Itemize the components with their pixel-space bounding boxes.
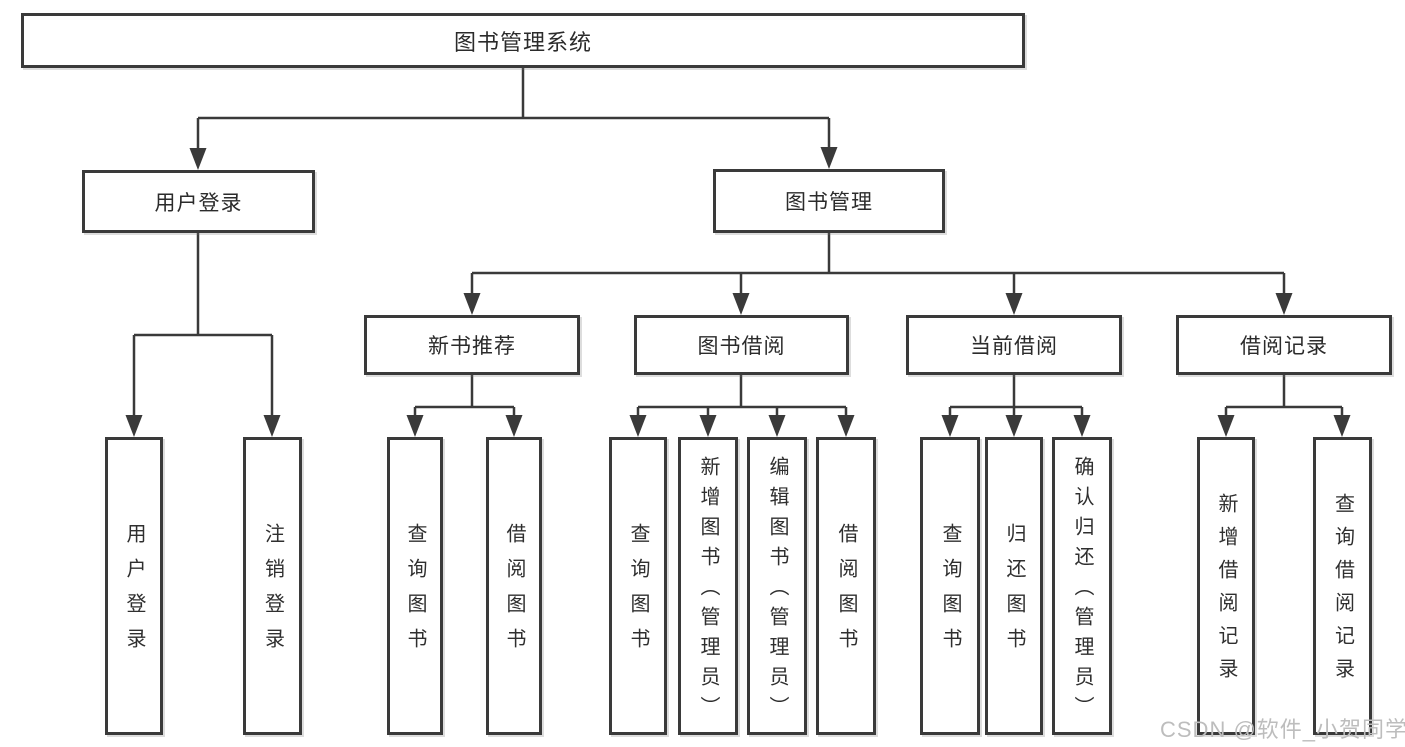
- leaf-user-login: 用户登录: [105, 437, 163, 735]
- leaf-query-books-recommend: 查询图书: [387, 437, 443, 735]
- leaf-edit-books-admin: 编辑图书（管理员）: [747, 437, 807, 735]
- node-new-book-recommendation: 新书推荐: [364, 315, 580, 375]
- node-book-management: 图书管理: [713, 169, 945, 233]
- leaf-query-books-current: 查询图书: [920, 437, 980, 735]
- leaf-borrow-books-recommend: 借阅图书: [486, 437, 542, 735]
- leaf-query-books-borrowing: 查询图书: [609, 437, 667, 735]
- connector-book-management: [470, 233, 1286, 297]
- leaf-add-books-admin: 新增图书（管理员）: [678, 437, 738, 735]
- watermark: CSDN @软件_小贺同学: [1160, 717, 1405, 742]
- leaf-return-books: 归还图书: [985, 437, 1043, 735]
- leaf-logout-login: 注销登录: [243, 437, 302, 735]
- leaf-add-borrow-record: 新增借阅记录: [1197, 437, 1255, 735]
- connector-root: [196, 68, 831, 152]
- node-library-system: 图书管理系统: [21, 13, 1025, 68]
- arrowheads: [125, 147, 1351, 437]
- connector-new-book: [413, 375, 516, 419]
- connector-user-login: [132, 233, 274, 419]
- connector-current-borrowing: [948, 375, 1084, 419]
- node-user-login: 用户登录: [82, 170, 315, 233]
- node-book-borrowing: 图书借阅: [634, 315, 849, 375]
- node-borrowing-records: 借阅记录: [1176, 315, 1392, 375]
- connector-book-borrowing: [636, 375, 848, 419]
- connector-borrowing-records: [1224, 375, 1344, 419]
- leaf-confirm-return-admin: 确认归还（管理员）: [1052, 437, 1112, 735]
- node-current-borrowing: 当前借阅: [906, 315, 1122, 375]
- leaf-query-borrow-record: 查询借阅记录: [1313, 437, 1372, 735]
- leaf-borrow-books-borrowing: 借阅图书: [816, 437, 876, 735]
